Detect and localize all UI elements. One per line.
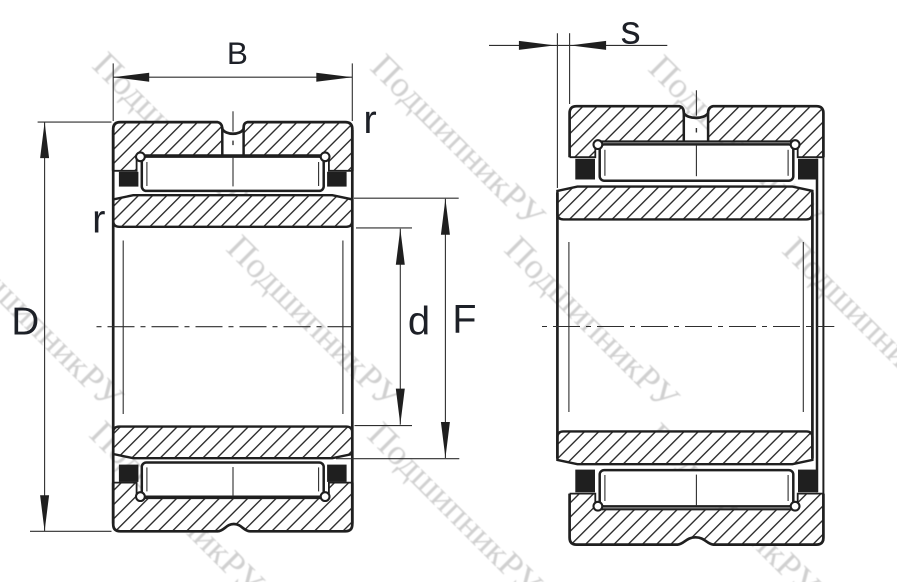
svg-text:s: s bbox=[621, 9, 641, 53]
svg-text:d: d bbox=[408, 300, 430, 344]
svg-text:D: D bbox=[11, 301, 39, 344]
svg-text:r: r bbox=[363, 98, 376, 142]
svg-text:B: B bbox=[227, 35, 248, 71]
svg-text:r: r bbox=[92, 198, 105, 242]
svg-text:F: F bbox=[452, 297, 476, 341]
